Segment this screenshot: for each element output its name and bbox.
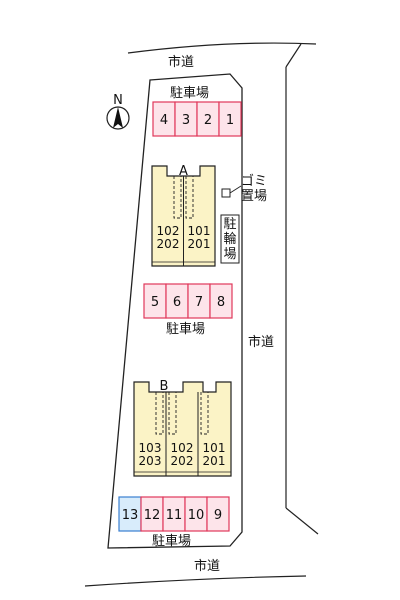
parking-middle-stall-number-6: 6 — [173, 295, 181, 310]
parking-middle-stall-8 — [209, 283, 233, 319]
parking-label-middle: 駐車場 — [166, 322, 205, 337]
parking-top-stall-number-1: 1 — [226, 113, 234, 128]
parking-label-bottom: 駐車場 — [152, 534, 191, 549]
garbage-leader — [229, 185, 242, 194]
building-a-label: A — [179, 164, 188, 179]
building-b-unit-3-lower: 201 — [203, 454, 226, 468]
building-b-unit-2-upper: 102 — [171, 441, 194, 455]
parking-top-stall-number-4: 4 — [160, 113, 168, 128]
parking-bottom-stall-number-9: 9 — [214, 508, 222, 523]
road-top-edge — [127, 42, 317, 54]
building-b-dashed-3 — [200, 392, 209, 435]
parking-bottom-stall-number-12: 12 — [144, 508, 161, 523]
parking-bottom-stall-number-13: 13 — [122, 508, 139, 523]
building-b-unit-1-lower: 203 — [139, 454, 162, 468]
building-a: A 102 202 101 201 — [151, 164, 216, 267]
building-b-unit-3-upper: 101 — [203, 441, 226, 455]
road-right-inner-edge — [285, 43, 302, 68]
parking-group-bottom: 13 12 11 10 9 — [118, 496, 230, 532]
building-a-unit-2-lower: 201 — [188, 237, 211, 251]
parking-top-stall-number-3: 3 — [182, 113, 190, 128]
bicycle-parking-char-1: 駐 — [223, 217, 236, 232]
road-label-top: 市道 — [168, 54, 194, 70]
compass-label: N — [113, 93, 123, 108]
building-a-unit-2-upper: 101 — [188, 224, 211, 238]
parking-top-stall-1 — [218, 101, 242, 137]
bicycle-parking-char-3: 場 — [223, 247, 236, 262]
building-b-dashed-2 — [168, 392, 177, 435]
building-b: B 103 203 102 202 101 201 — [133, 379, 232, 477]
garbage-label-line1: ゴミ — [241, 173, 267, 189]
parking-bottom-stall-number-10: 10 — [188, 508, 205, 523]
parking-top-stall-number-2: 2 — [204, 113, 212, 128]
building-a-unit-1-lower: 202 — [157, 237, 180, 251]
building-a-dashed-left — [173, 176, 182, 219]
road-label-bottom: 市道 — [194, 558, 220, 574]
bicycle-parking-char-2: 輪 — [223, 231, 236, 247]
building-a-unit-1-upper: 102 — [157, 224, 180, 238]
garbage-box — [221, 188, 231, 198]
building-b-outline — [133, 381, 232, 477]
building-b-unit-2-lower: 202 — [171, 454, 194, 468]
compass-arrow-icon — [113, 107, 123, 128]
building-b-label: B — [160, 379, 169, 394]
road-label-right: 市道 — [248, 334, 274, 350]
building-b-dashed-1 — [155, 392, 164, 435]
parking-bottom-stall-number-11: 11 — [166, 508, 183, 523]
north-compass: N — [106, 93, 130, 130]
building-b-unit-1-upper: 103 — [139, 441, 162, 455]
bicycle-parking-box — [220, 214, 240, 264]
garbage-label-line2: 置場 — [241, 189, 267, 204]
parking-middle-stall-number-5: 5 — [151, 295, 159, 310]
garbage-area: ゴミ 置場 — [221, 173, 267, 204]
road-bottom-edge — [84, 575, 307, 587]
road-right-bottom-edge — [285, 507, 319, 535]
parking-label-top: 駐車場 — [170, 86, 209, 101]
parking-middle-stall-number-8: 8 — [217, 295, 225, 310]
parking-bottom-stall-9 — [206, 496, 230, 532]
bicycle-parking: 駐 輪 場 — [220, 214, 240, 264]
parking-middle-stall-number-7: 7 — [195, 295, 203, 310]
building-a-dashed-right — [185, 176, 194, 219]
